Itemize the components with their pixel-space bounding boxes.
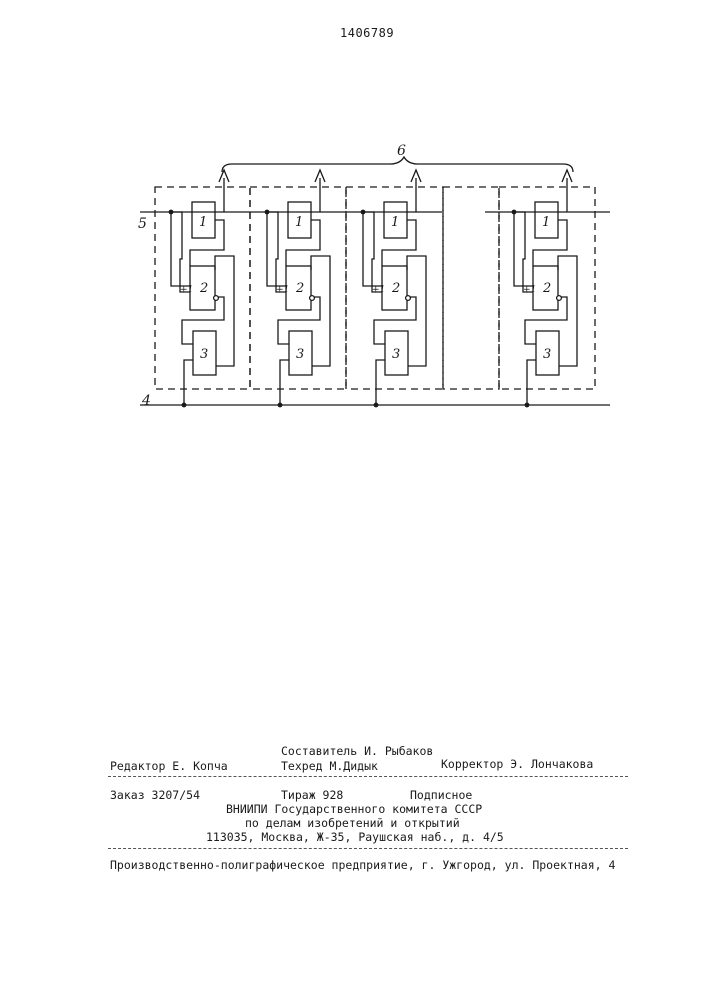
printer-line: Производственно-полиграфическое предприя…	[110, 858, 615, 872]
block-3-label: 3	[200, 347, 208, 362]
bus-brace	[222, 157, 573, 172]
junction-dot	[182, 403, 187, 408]
block-2-label: 2	[391, 281, 400, 296]
editor-line: Редактор Е. Копча	[110, 759, 228, 773]
input-plus-label: +1	[180, 285, 193, 295]
block-3-label: 3	[296, 347, 304, 362]
block-2-label: 2	[199, 281, 208, 296]
block-1-label: 1	[295, 215, 303, 230]
block-3-label: 3	[392, 347, 400, 362]
block-1-label: 1	[199, 215, 207, 230]
techred-line: Техред М.Дидык	[281, 759, 378, 773]
org-line-3: 113035, Москва, Ж-35, Раушская наб., д. …	[206, 830, 504, 844]
input-plus-label: +1	[372, 285, 385, 295]
divider	[108, 848, 628, 849]
input-plus-label: +1	[523, 285, 536, 295]
junction-dot	[278, 403, 283, 408]
inverter-bubble	[557, 296, 562, 301]
junction-dot	[361, 210, 366, 215]
divider	[108, 776, 628, 777]
org-line-1: ВНИИПИ Государственного комитета СССР	[226, 802, 482, 816]
block-2-label: 2	[542, 281, 551, 296]
corrector-line: Корректор Э. Лончакова	[441, 757, 593, 771]
junction-dot	[169, 210, 174, 215]
label-line-5: 5	[138, 216, 147, 232]
compiler-line: Составитель И. Рыбаков	[281, 744, 433, 758]
label-bus-6: 6	[397, 143, 406, 159]
junction-dot	[525, 403, 530, 408]
junction-dot	[265, 210, 270, 215]
block-1-label: 1	[542, 215, 550, 230]
input-plus-label: +1	[276, 285, 289, 295]
label-line-4: 4	[141, 393, 151, 409]
junction-dot	[374, 403, 379, 408]
block-3-label: 3	[543, 347, 551, 362]
circulation-line: Тираж 928	[281, 788, 343, 802]
junction-dot	[512, 210, 517, 215]
inverter-bubble	[406, 296, 411, 301]
circuit-schematic: 1 2 3 +1 1 2 3 +1 1 2 3 +1 1 2 3 +1 6 5 4	[0, 0, 707, 440]
block-2-label: 2	[295, 281, 304, 296]
inverter-bubble	[310, 296, 315, 301]
block-1-label: 1	[391, 215, 399, 230]
inverter-bubble	[214, 296, 219, 301]
org-line-2: по делам изобретений и открытий	[245, 816, 460, 830]
subscription-line: Подписное	[410, 788, 472, 802]
order-line: Заказ 3207/54	[110, 788, 200, 802]
